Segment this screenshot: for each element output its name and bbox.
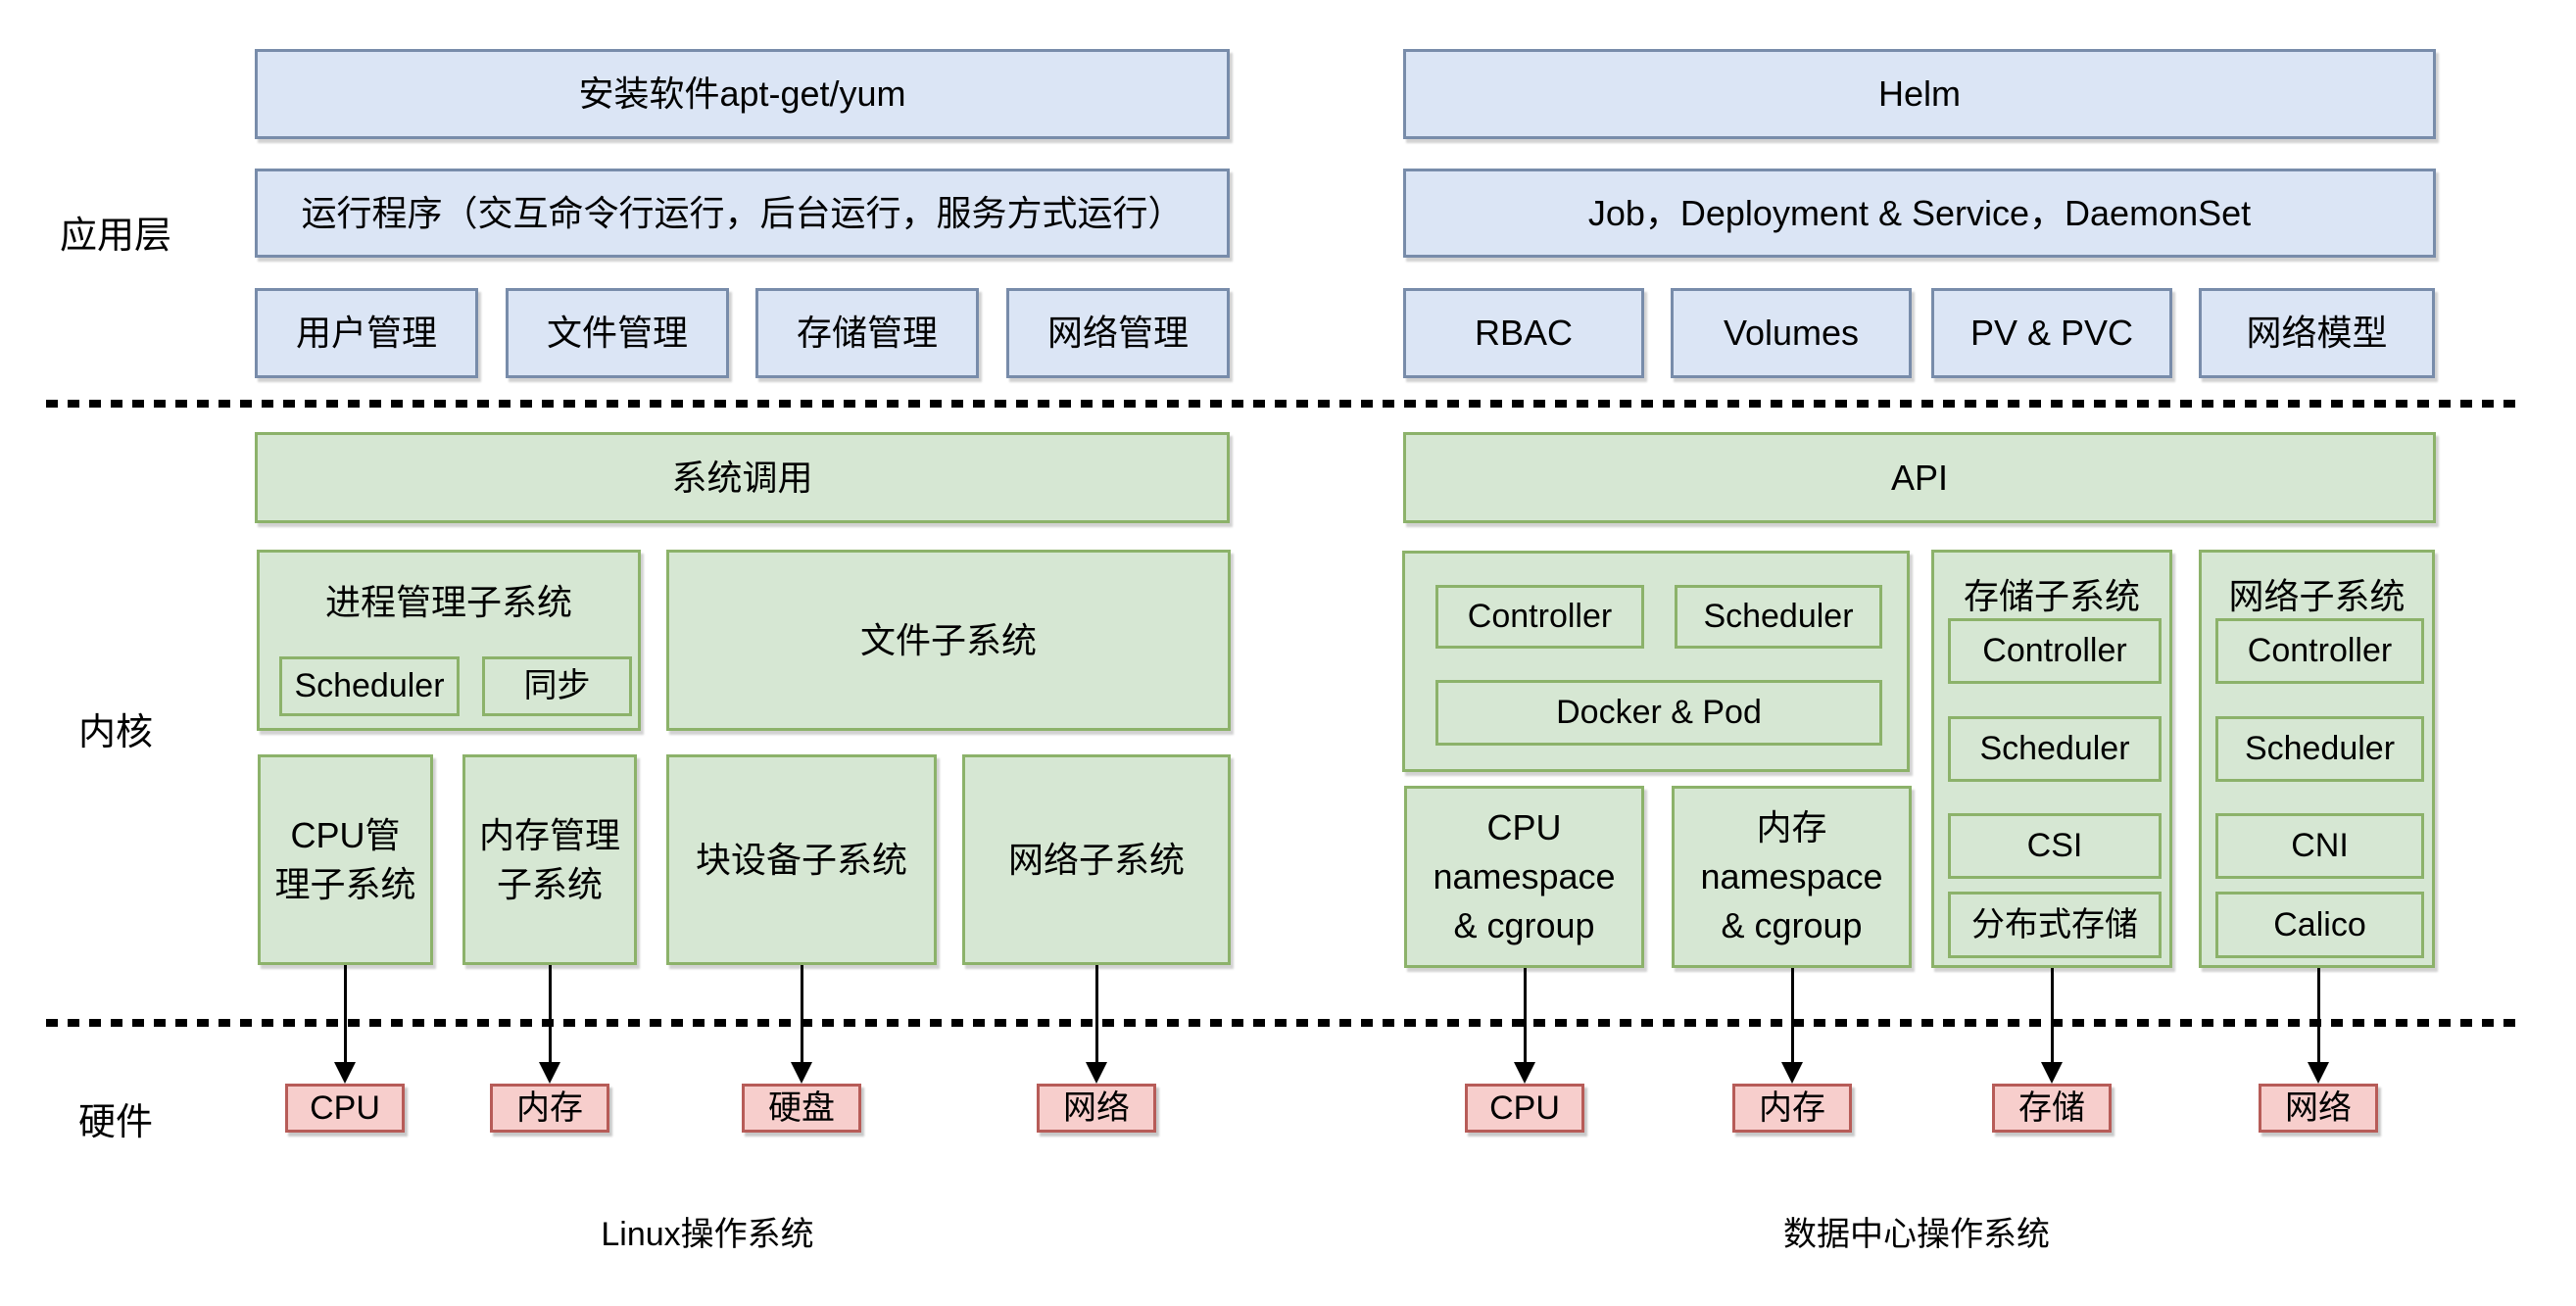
linux-user-mgmt-box: 用户管理: [255, 288, 478, 378]
linux-hw-network-box: 网络: [1037, 1084, 1156, 1133]
dcos-storage-subsystem-box: 存储子系统 Controller Scheduler CSI 分布式存储: [1931, 550, 2172, 968]
linux-scheduler-box: Scheduler: [279, 656, 460, 716]
linux-install-box: 安装软件apt-get/yum: [255, 49, 1230, 139]
dcos-control-box: Controller Scheduler Docker & Pod: [1402, 551, 1910, 772]
dcos-network-calico-box: Calico: [2215, 892, 2424, 958]
dcos-network-subsystem-title: 网络子系统: [2228, 576, 2406, 616]
arrow-dcos-memory-head: [1781, 1062, 1803, 1084]
tier-label-kernel: 内核: [77, 711, 153, 753]
linux-network-subsystem-box: 网络子系统: [962, 754, 1231, 965]
arrow-cpu-line: [344, 965, 347, 1066]
arrow-network-head: [1086, 1062, 1107, 1084]
dcos-hw-network-box: 网络: [2259, 1084, 2378, 1133]
dcos-docker-pod-box: Docker & Pod: [1435, 680, 1882, 746]
dcos-hw-cpu-box: CPU: [1465, 1084, 1584, 1133]
dcos-network-controller-box: Controller: [2215, 618, 2424, 684]
linux-caption: Linux操作系统: [601, 1216, 814, 1253]
dcos-rbac-box: RBAC: [1403, 288, 1644, 378]
tier-label-application: 应用层: [59, 215, 171, 257]
dcos-storage-controller-box: Controller: [1948, 618, 2162, 684]
arrow-dcos-storage-head: [2041, 1062, 2063, 1084]
dcos-cpu-namespace-box: CPU namespace & cgroup: [1404, 786, 1644, 968]
dcos-storage-csi-box: CSI: [1948, 813, 2162, 879]
linux-hw-memory-box: 内存: [490, 1084, 609, 1133]
arrow-dcos-cpu-head: [1514, 1062, 1535, 1084]
linux-cpu-subsystem-box: CPU管理子系统: [258, 754, 433, 965]
linux-storage-mgmt-box: 存储管理: [755, 288, 979, 378]
linux-sync-box: 同步: [482, 656, 632, 716]
dcos-memory-namespace-box: 内存 namespace & cgroup: [1672, 786, 1912, 968]
dcos-storage-subsystem-title: 存储子系统: [1963, 576, 2140, 616]
arrow-dcos-network-line: [2317, 968, 2320, 1066]
linux-file-mgmt-box: 文件管理: [506, 288, 729, 378]
linux-syscall-box: 系统调用: [255, 432, 1230, 523]
dcos-storage-scheduler-box: Scheduler: [1948, 716, 2162, 782]
linux-hw-disk-box: 硬盘: [742, 1084, 861, 1133]
dcos-controller-box: Controller: [1435, 585, 1644, 649]
dcos-hw-memory-box: 内存: [1732, 1084, 1852, 1133]
linux-network-mgmt-box: 网络管理: [1006, 288, 1230, 378]
arrow-dcos-storage-line: [2051, 968, 2054, 1066]
arrow-disk-line: [801, 965, 803, 1066]
dcos-network-scheduler-box: Scheduler: [2215, 716, 2424, 782]
dcos-network-subsystem-box: 网络子系统 Controller Scheduler CNI Calico: [2199, 550, 2435, 968]
linux-run-box: 运行程序（交互命令行运行，后台运行，服务方式运行）: [255, 169, 1230, 258]
linux-blockdev-subsystem-box: 块设备子系统: [666, 754, 937, 965]
arrow-network-line: [1095, 965, 1098, 1066]
dcos-caption: 数据中心操作系统: [1783, 1216, 2050, 1253]
dcos-storage-distributed-box: 分布式存储: [1948, 892, 2162, 958]
dcos-workloads-box: Job，Deployment & Service，DaemonSet: [1403, 169, 2436, 258]
divider-app-kernel: [46, 400, 2522, 408]
tier-label-hardware: 硬件: [77, 1101, 153, 1143]
linux-process-subsystem-box: 进程管理子系统 Scheduler 同步: [257, 550, 641, 731]
linux-file-subsystem-box: 文件子系统: [666, 550, 1231, 731]
linux-hw-cpu-box: CPU: [285, 1084, 405, 1133]
dcos-helm-box: Helm: [1403, 49, 2436, 139]
dcos-api-box: API: [1403, 432, 2436, 523]
dcos-scheduler-box: Scheduler: [1675, 585, 1882, 649]
arrow-memory-line: [549, 965, 552, 1066]
arrow-disk-head: [791, 1062, 812, 1084]
dcos-hw-storage-box: 存储: [1992, 1084, 2112, 1133]
arrow-memory-head: [539, 1062, 560, 1084]
dcos-pv-pvc-box: PV & PVC: [1931, 288, 2172, 378]
dcos-network-cni-box: CNI: [2215, 813, 2424, 879]
arrow-dcos-network-head: [2308, 1062, 2329, 1084]
arrow-dcos-cpu-line: [1524, 968, 1527, 1066]
divider-kernel-hardware: [46, 1019, 2522, 1027]
dcos-network-model-box: 网络模型: [2199, 288, 2435, 378]
arrow-cpu-head: [334, 1062, 356, 1084]
dcos-volumes-box: Volumes: [1671, 288, 1912, 378]
linux-process-subsystem-title: 进程管理子系统: [324, 582, 572, 622]
linux-memory-subsystem-box: 内存管理子系统: [462, 754, 637, 965]
arrow-dcos-memory-line: [1791, 968, 1794, 1066]
